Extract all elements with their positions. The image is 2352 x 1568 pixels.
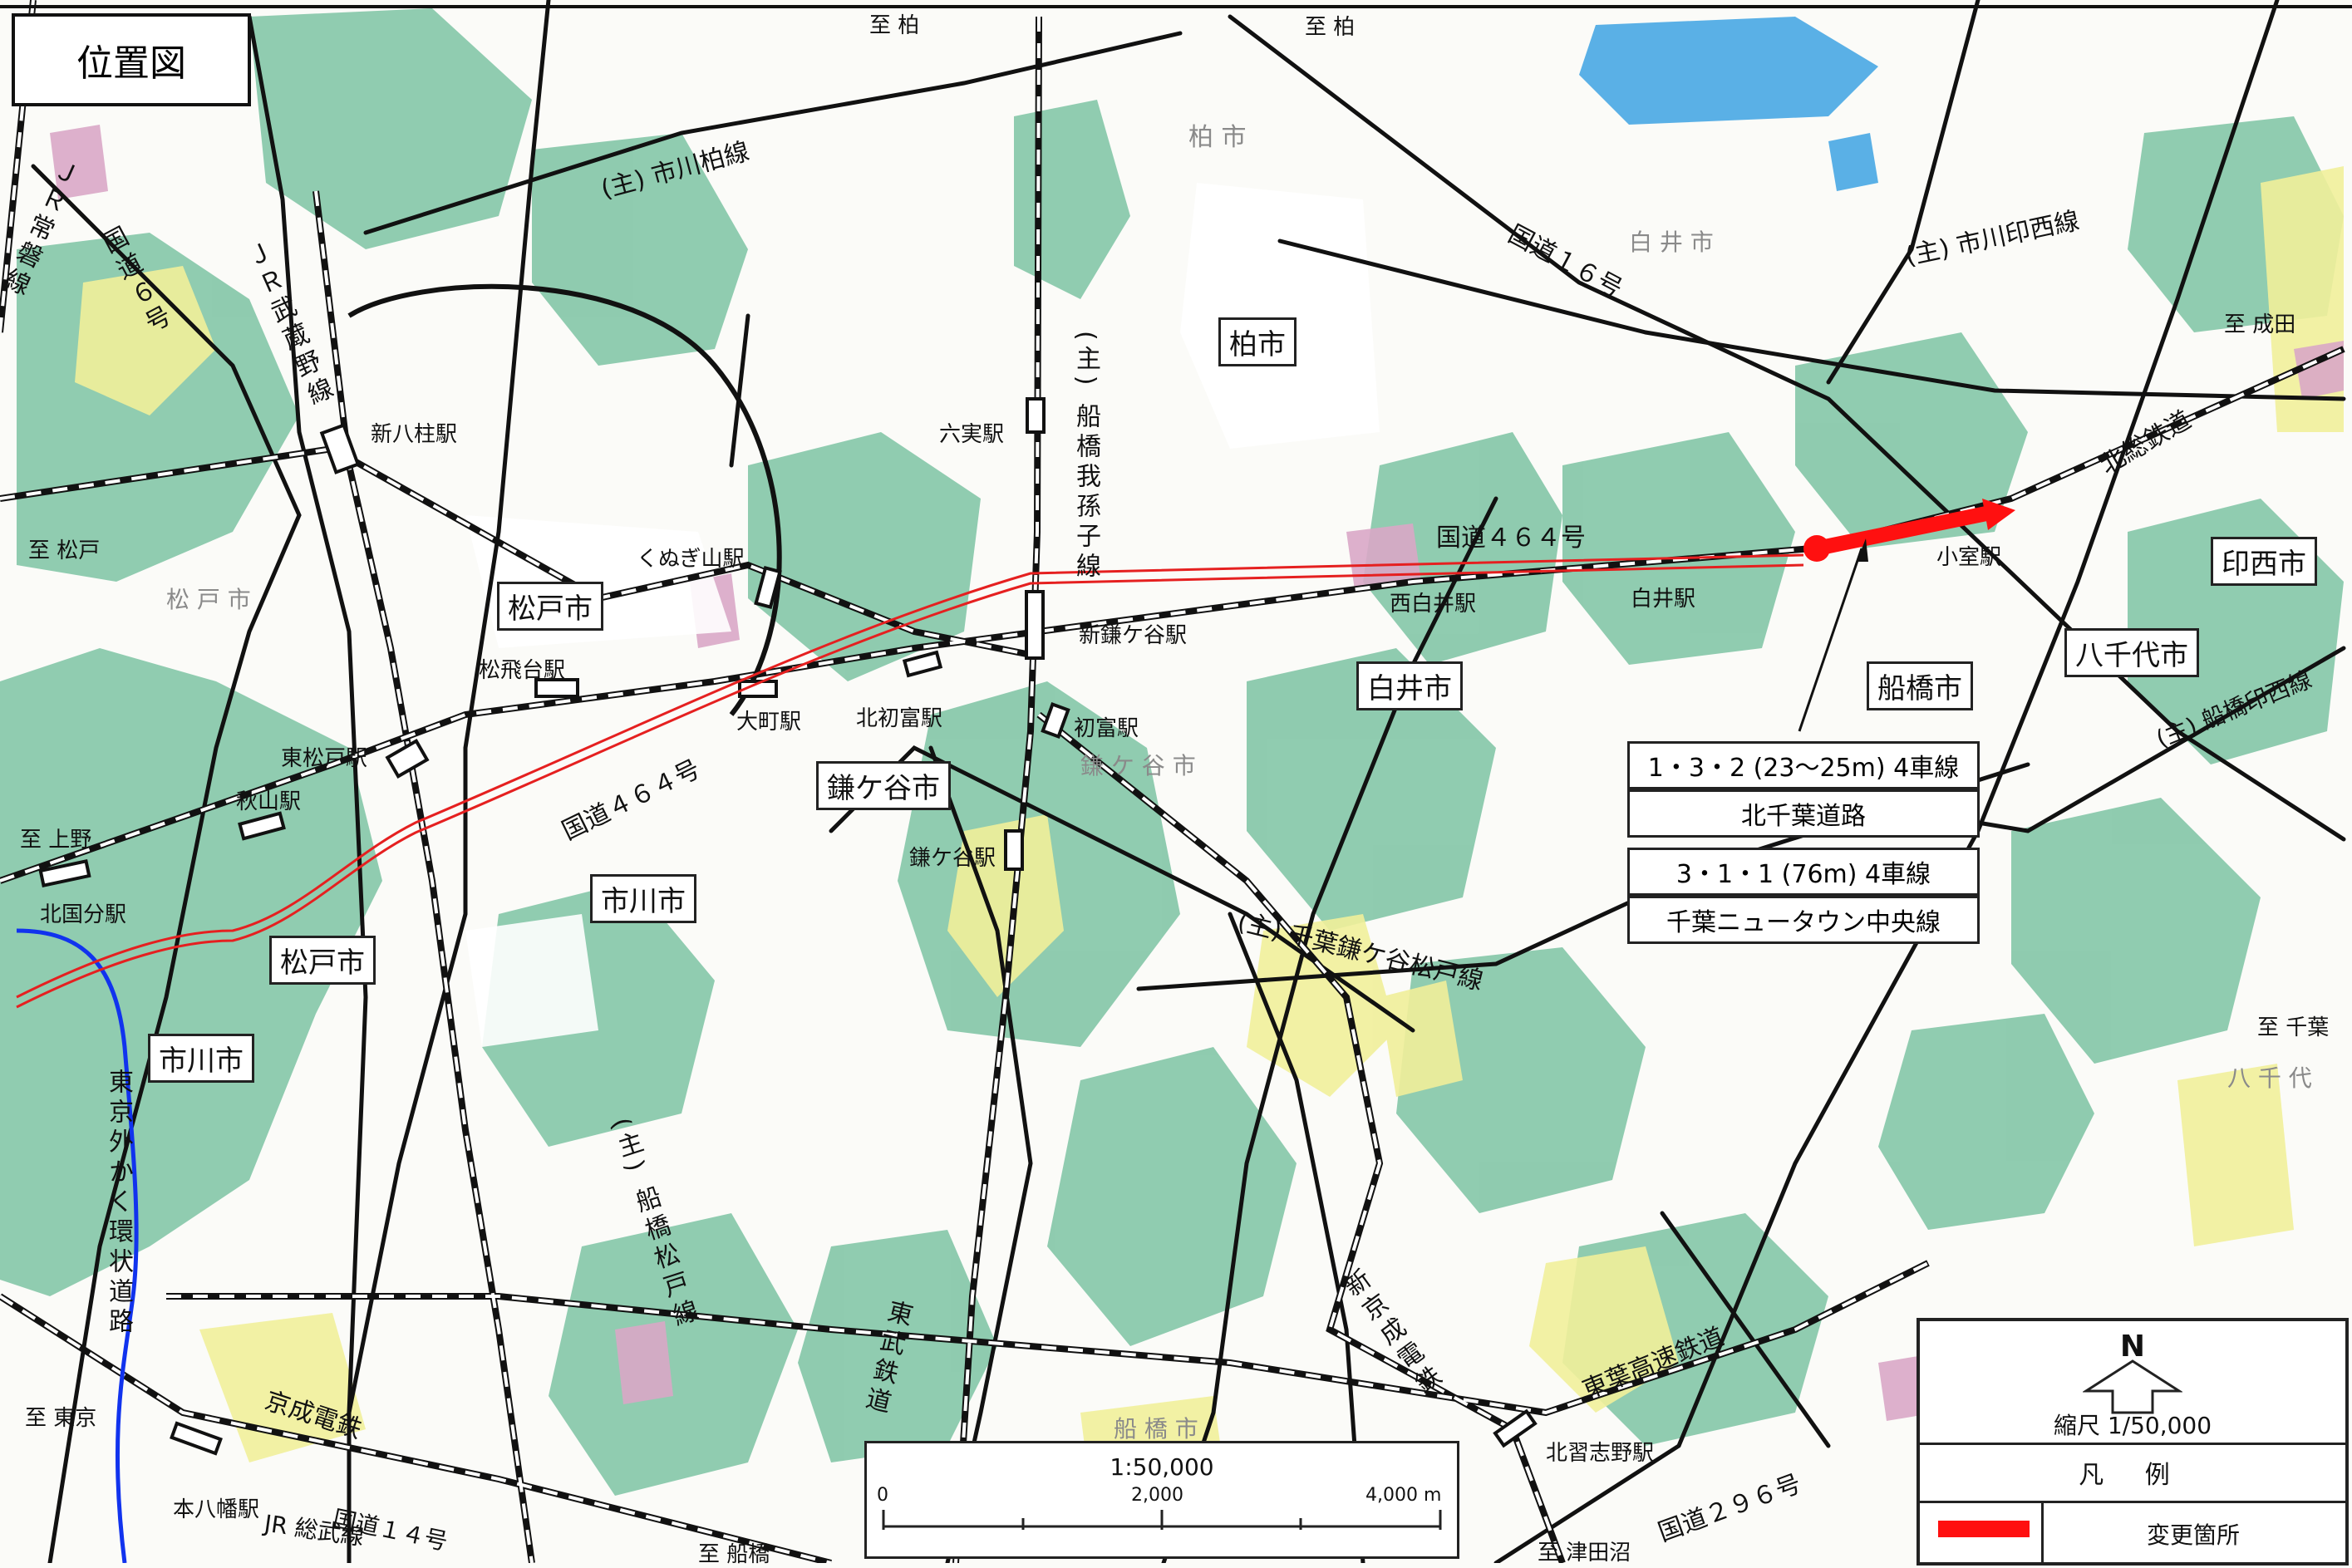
legend-scale: 縮尺 1/50,000 <box>2053 1412 2212 1439</box>
station-label: 大町駅 <box>736 710 802 735</box>
lakes <box>1579 17 1878 191</box>
station-label: 北初富駅 <box>856 706 943 731</box>
station-label: 新鎌ケ谷駅 <box>1079 623 1188 648</box>
area-name-funabashi: 船 橋 市 <box>1114 1415 1198 1443</box>
musashino-loop <box>347 283 782 716</box>
area-name-kashiwa: 柏 市 <box>1188 123 1247 152</box>
station-label: 秋山駅 <box>236 789 302 814</box>
direction-label: 至 柏 <box>1305 15 1356 40</box>
municipality-label-yachiyo: 八千代市 <box>2064 628 2199 677</box>
municipality-label-funabashi: 船橋市 <box>1867 661 1973 710</box>
plan-box-name-1: 北千葉道路 <box>1627 789 1980 838</box>
scale-tick-0: 0 <box>877 1485 888 1506</box>
station-label: 本八幡駅 <box>173 1497 260 1522</box>
station-label: くぬぎ山駅 <box>637 547 745 572</box>
station-label: 白井駅 <box>1631 587 1696 612</box>
plan-box-name-2: 千葉ニュータウン中央線 <box>1627 896 1980 944</box>
station-label: 北習志野駅 <box>1546 1441 1655 1466</box>
municipality-label-matsudo-2: 松戸市 <box>269 936 376 985</box>
area-name-shiroi: 白 井 市 <box>1629 229 1714 256</box>
municipality-label-kamagaya: 鎌ケ谷市 <box>816 761 951 810</box>
municipality-label-inzai: 印西市 <box>2211 537 2317 586</box>
direction-label: 至 上野 <box>20 828 92 853</box>
legend-item-change: 変更箇所 <box>2146 1521 2240 1549</box>
road-label-funabashi-abiko: (主) 船橋我孫子線 <box>1071 331 1100 582</box>
municipality-label-kashiwa: 柏市 <box>1218 317 1297 366</box>
municipality-label-shiroi: 白井市 <box>1356 661 1463 710</box>
route-464 <box>16 553 1804 1009</box>
map-title: 位置図 <box>12 13 251 106</box>
municipality-label-ichikawa-2: 市川市 <box>148 1034 254 1083</box>
direction-label: 至 成田 <box>2224 312 2296 337</box>
plan-box-spec-1: 1・3・2 (23～25m) 4車線 <box>1627 741 1980 789</box>
legend-panel: N 縮尺 1/50,000 凡 例 変更箇所 <box>1917 1318 2349 1566</box>
scale-tick-4000: 4,000 m <box>1365 1485 1442 1506</box>
station-label: 初富駅 <box>1074 716 1139 741</box>
north-arrow-icon <box>2083 1359 2182 1414</box>
station-label: 西白井駅 <box>1390 592 1477 617</box>
direction-label: 至 千葉 <box>2257 1015 2330 1040</box>
outer-ring-road <box>16 928 139 1563</box>
station-label: 小室駅 <box>1936 545 2002 570</box>
direction-label: 至 東京 <box>25 1406 97 1431</box>
station-label: 六実駅 <box>939 422 1005 447</box>
change-location <box>1803 499 2015 562</box>
station-label: 松飛台駅 <box>479 658 566 683</box>
municipality-label-ichikawa: 市川市 <box>590 874 696 923</box>
municipality-label-matsudo: 松戸市 <box>497 582 603 631</box>
plan-box-spec-2: 3・1・1 (76m) 4車線 <box>1627 848 1980 896</box>
scale-bar: 1:50,000 0 2,000 4,000 m <box>864 1441 1459 1559</box>
station-label: 東松戸駅 <box>281 746 368 771</box>
direction-label: 至 津田沼 <box>1538 1541 1631 1566</box>
road-label-outer-ring: 東京外かく環状道路 <box>104 1069 133 1338</box>
area-name-matsudo: 松 戸 市 <box>166 586 251 613</box>
direction-label: 至 松戸 <box>28 538 101 563</box>
station-label: 新八柱駅 <box>371 422 458 447</box>
station-label: 鎌ケ谷駅 <box>909 846 996 871</box>
legend-header: 凡 例 <box>2079 1461 2187 1490</box>
direction-label: 至 柏 <box>869 13 920 38</box>
station-label: 北国分駅 <box>40 902 127 927</box>
legend-swatch-change <box>1938 1521 2030 1537</box>
road-label: 国道４６４号 <box>1436 523 1586 553</box>
station-markers <box>38 397 1538 1456</box>
scale-bar-graphic <box>882 1510 1442 1530</box>
area-name-kamagaya: 鎌 ケ 谷 市 <box>1080 752 1196 779</box>
scale-tick-2000: 2,000 <box>1131 1485 1183 1506</box>
north-label: N <box>2119 1330 2146 1364</box>
direction-label: 至 船橋 <box>698 1542 770 1567</box>
scale-bar-title: 1:50,000 <box>1110 1453 1214 1481</box>
plan-leader <box>1798 538 1868 732</box>
area-name-yachiyo: 八 千 代 <box>2227 1064 2312 1092</box>
